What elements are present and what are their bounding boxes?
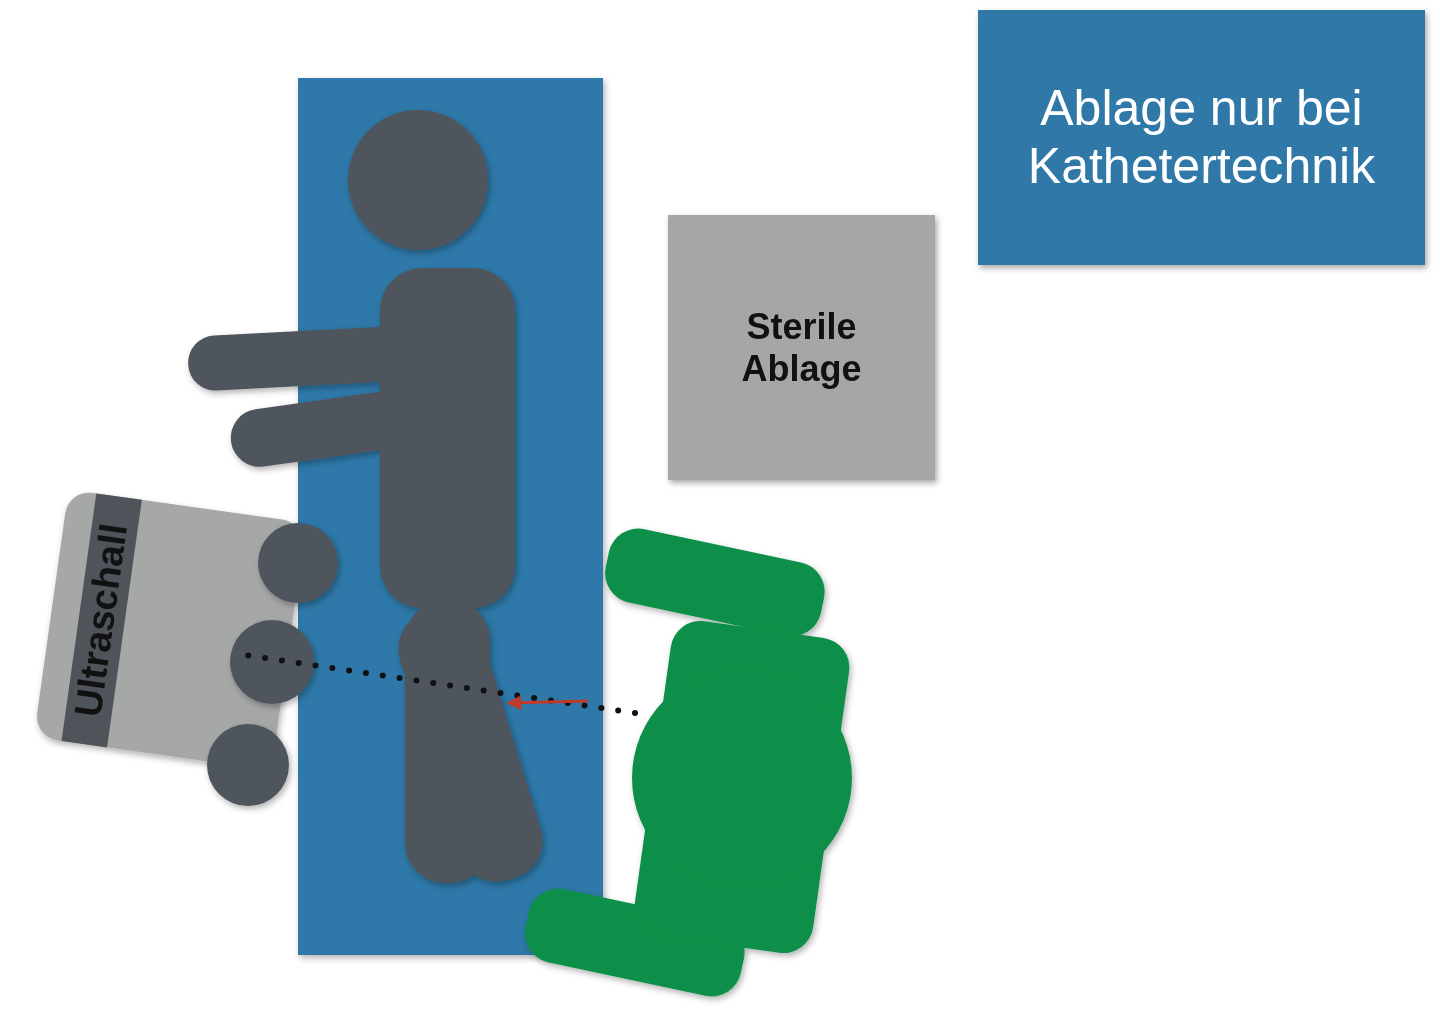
info-box: Ablage nur bei Kathetertechnik <box>978 10 1425 265</box>
line-of-sight <box>245 655 635 713</box>
box-label: Ultraschall <box>67 521 137 720</box>
needle-direction-arrow <box>508 701 588 703</box>
box-label: Ablage nur bei Kathetertechnik <box>1028 80 1375 195</box>
box-label: Sterile Ablage <box>741 306 861 389</box>
ultrasound-device: Ultraschall <box>34 490 306 771</box>
treatment-table <box>298 78 603 955</box>
ultrasound-wheels <box>207 523 338 806</box>
operator-figure <box>520 523 854 1002</box>
patient-figure <box>187 110 552 891</box>
sterile-table-box: Sterile Ablage <box>668 215 935 480</box>
